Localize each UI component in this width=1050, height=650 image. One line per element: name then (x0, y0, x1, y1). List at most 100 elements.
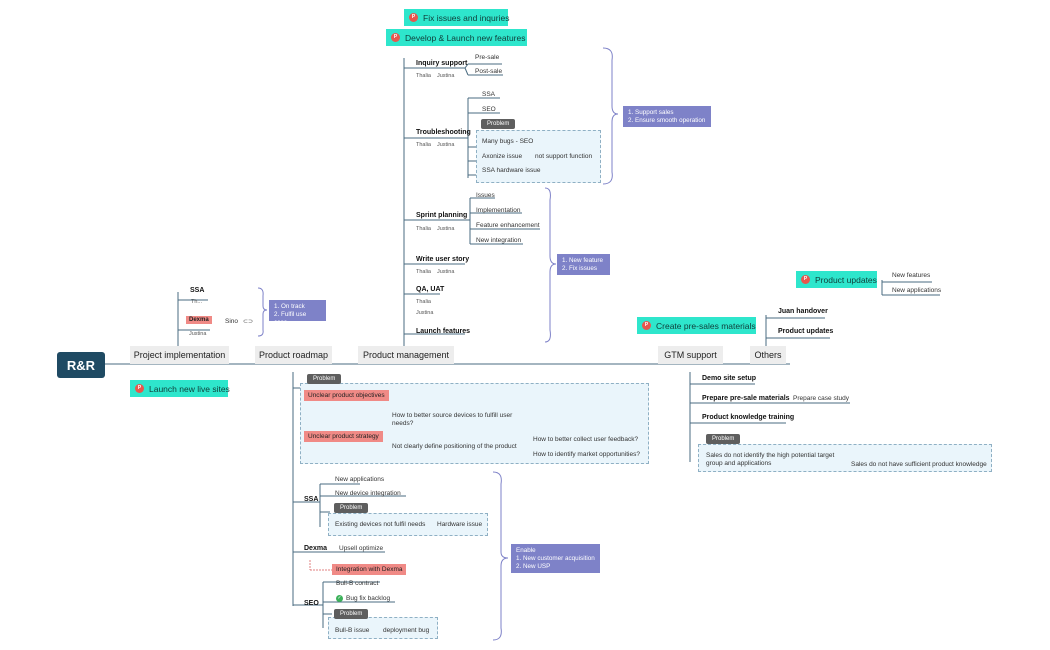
others-new-applications[interactable]: New applications (892, 287, 942, 294)
pre-sale[interactable]: Pre-sale (475, 54, 500, 61)
summary-management-1: 1. Support sales 2. Ensure smooth operat… (623, 106, 711, 127)
problem-tag: Problem (334, 503, 369, 513)
branch-gtm-support[interactable]: GTM support (658, 346, 723, 364)
bug-fix-backlog[interactable]: ✓Bug fix backlog (336, 595, 390, 602)
project-ssa[interactable]: SSA (190, 287, 205, 294)
problem-tag: Problem (307, 374, 342, 384)
person-tag: Thalia (416, 269, 431, 275)
new-features[interactable]: New features (892, 272, 931, 279)
sales-no-knowledge[interactable]: Sales do not have sufficient product kno… (851, 461, 987, 468)
banner-launch-sites[interactable]: P Launch new live sites (130, 380, 230, 397)
upsell-optimize[interactable]: Upsell optimize (339, 545, 384, 552)
summary-roadmap: Enable 1. New customer acquisition 2. Ne… (511, 544, 600, 573)
banner-label: Fix issues and inquries (423, 12, 510, 23)
person-tag: Thalia (416, 142, 431, 148)
summary-line: 2. New USP (516, 563, 551, 570)
deployment-bug[interactable]: deployment bug (383, 627, 430, 634)
banner-label: Create pre-sales materials (656, 320, 756, 331)
branch-product-management[interactable]: Product management (358, 346, 454, 364)
summary-line: Enable (516, 547, 536, 554)
flag-icon: P (135, 384, 144, 393)
product-knowledge-training[interactable]: Product knowledge training (702, 414, 795, 421)
not-clearly-define[interactable]: Not clearly define positioning of the pr… (392, 443, 517, 450)
question-market[interactable]: How to identify market opportunities? (533, 451, 640, 458)
demo-site-setup[interactable]: Demo site setup (702, 375, 757, 382)
seo-problem-box (328, 617, 438, 639)
bug-fix-label: Bug fix backlog (346, 595, 391, 603)
flag-icon: P (409, 13, 418, 22)
bullb-contract[interactable]: Bull-B contract (336, 580, 379, 587)
person-tag: Thalia (416, 226, 431, 232)
person-tag: Justina (437, 73, 455, 79)
inquiry-support[interactable]: Inquiry support (416, 60, 468, 67)
sales-not-identify[interactable]: Sales do not identify the high potential… (706, 452, 835, 467)
project-justina: Justina (189, 331, 207, 337)
question-user-feedback[interactable]: How to better collect user feedback? (533, 436, 639, 443)
problem-tag: Problem (481, 119, 516, 129)
trouble-seo[interactable]: SEO (482, 106, 496, 113)
person-tag: Justina (437, 226, 455, 232)
summary-management-2: 1. New feature 2. Fix issues (557, 254, 610, 275)
unclear-strategy[interactable]: Unclear product strategy (304, 431, 383, 442)
roadmap-ssa[interactable]: SSA (304, 496, 319, 503)
sprint-implementation[interactable]: Implementation (476, 207, 521, 214)
banner-fix-issues[interactable]: P Fix issues and inquries (404, 9, 510, 26)
ssa-hardware-issue[interactable]: SSA hardware issue (482, 167, 541, 174)
person-tag: Thalia (416, 299, 431, 305)
project-sino: Sino (225, 318, 239, 325)
bullb-issue[interactable]: Bull-B issue (335, 627, 370, 634)
ssa-new-device[interactable]: New device integration (335, 490, 401, 497)
not-support-function[interactable]: not support function (535, 153, 593, 160)
troubleshooting[interactable]: Troubleshooting (416, 129, 471, 136)
prepare-case-study[interactable]: Prepare case study (793, 395, 850, 402)
banner-label: Product updates (815, 274, 877, 285)
person-tag: Justina (416, 310, 434, 316)
summary-line: 1. New customer acquisition (516, 555, 595, 562)
person-tag: Justina (437, 269, 455, 275)
summary-line: 1. Support sales (628, 109, 674, 116)
problem-tag: Problem (334, 609, 369, 619)
sprint-issues[interactable]: Issues (476, 192, 495, 199)
summary-line: 2. Fulfil use case (274, 311, 307, 326)
roadmap-seo[interactable]: SEO (304, 600, 319, 607)
ssa-new-applications[interactable]: New applications (335, 476, 385, 483)
post-sale[interactable]: Post-sale (475, 68, 503, 75)
many-bugs[interactable]: Many bugs - SEO (482, 138, 534, 145)
banner-label: Develop & Launch new features (405, 32, 526, 43)
sprint-new-integration[interactable]: New integration (476, 237, 522, 244)
roadmap-dexma[interactable]: Dexma (304, 545, 327, 552)
launch-features[interactable]: Launch features (416, 328, 471, 335)
write-user-story[interactable]: Write user story (416, 256, 470, 263)
axonize-issue[interactable]: Axonize issue (482, 153, 523, 160)
problem-tag: Problem (706, 434, 741, 444)
branch-project-implementation[interactable]: Project implementation (130, 346, 229, 364)
banner-label: Launch new live sites (149, 383, 230, 394)
hardware-issue[interactable]: Hardware issue (437, 521, 483, 528)
juan-handover[interactable]: Juan handover (778, 308, 828, 315)
person-tag: Justina (437, 142, 455, 148)
qa-uat[interactable]: QA, UAT (416, 286, 445, 293)
trouble-ssa[interactable]: SSA (482, 91, 496, 98)
question-source-devices[interactable]: How to better source devices to fulfill … (392, 412, 513, 427)
unclear-objectives[interactable]: Unclear product objectives (304, 390, 389, 401)
sprint-feature-enhancement[interactable]: Feature enhancement (476, 222, 540, 229)
summary-project: 1. On track 2. Fulfil use case (269, 300, 326, 326)
sprint-planning[interactable]: Sprint planning (416, 212, 468, 219)
project-dexma[interactable]: Dexma (186, 316, 212, 324)
summary-line: 1. On track (274, 303, 305, 310)
branch-others[interactable]: Others (750, 346, 786, 364)
branch-product-roadmap[interactable]: Product roadmap (255, 346, 332, 364)
existing-devices[interactable]: Existing devices not fulfil needs (335, 521, 426, 528)
check-icon: ✓ (336, 595, 343, 602)
ssa-problem-box (328, 513, 488, 536)
summary-line: 1. New feature (562, 257, 603, 264)
person-tag: Thalia (416, 73, 431, 79)
prepare-presale[interactable]: Prepare pre-sale materials (702, 395, 790, 402)
project-ssa-child: Th... (191, 299, 203, 305)
integration-dexma[interactable]: Integration with Dexma (332, 564, 407, 575)
others-product-updates[interactable]: Product updates (778, 328, 834, 335)
root-node[interactable]: R&R (57, 352, 105, 378)
